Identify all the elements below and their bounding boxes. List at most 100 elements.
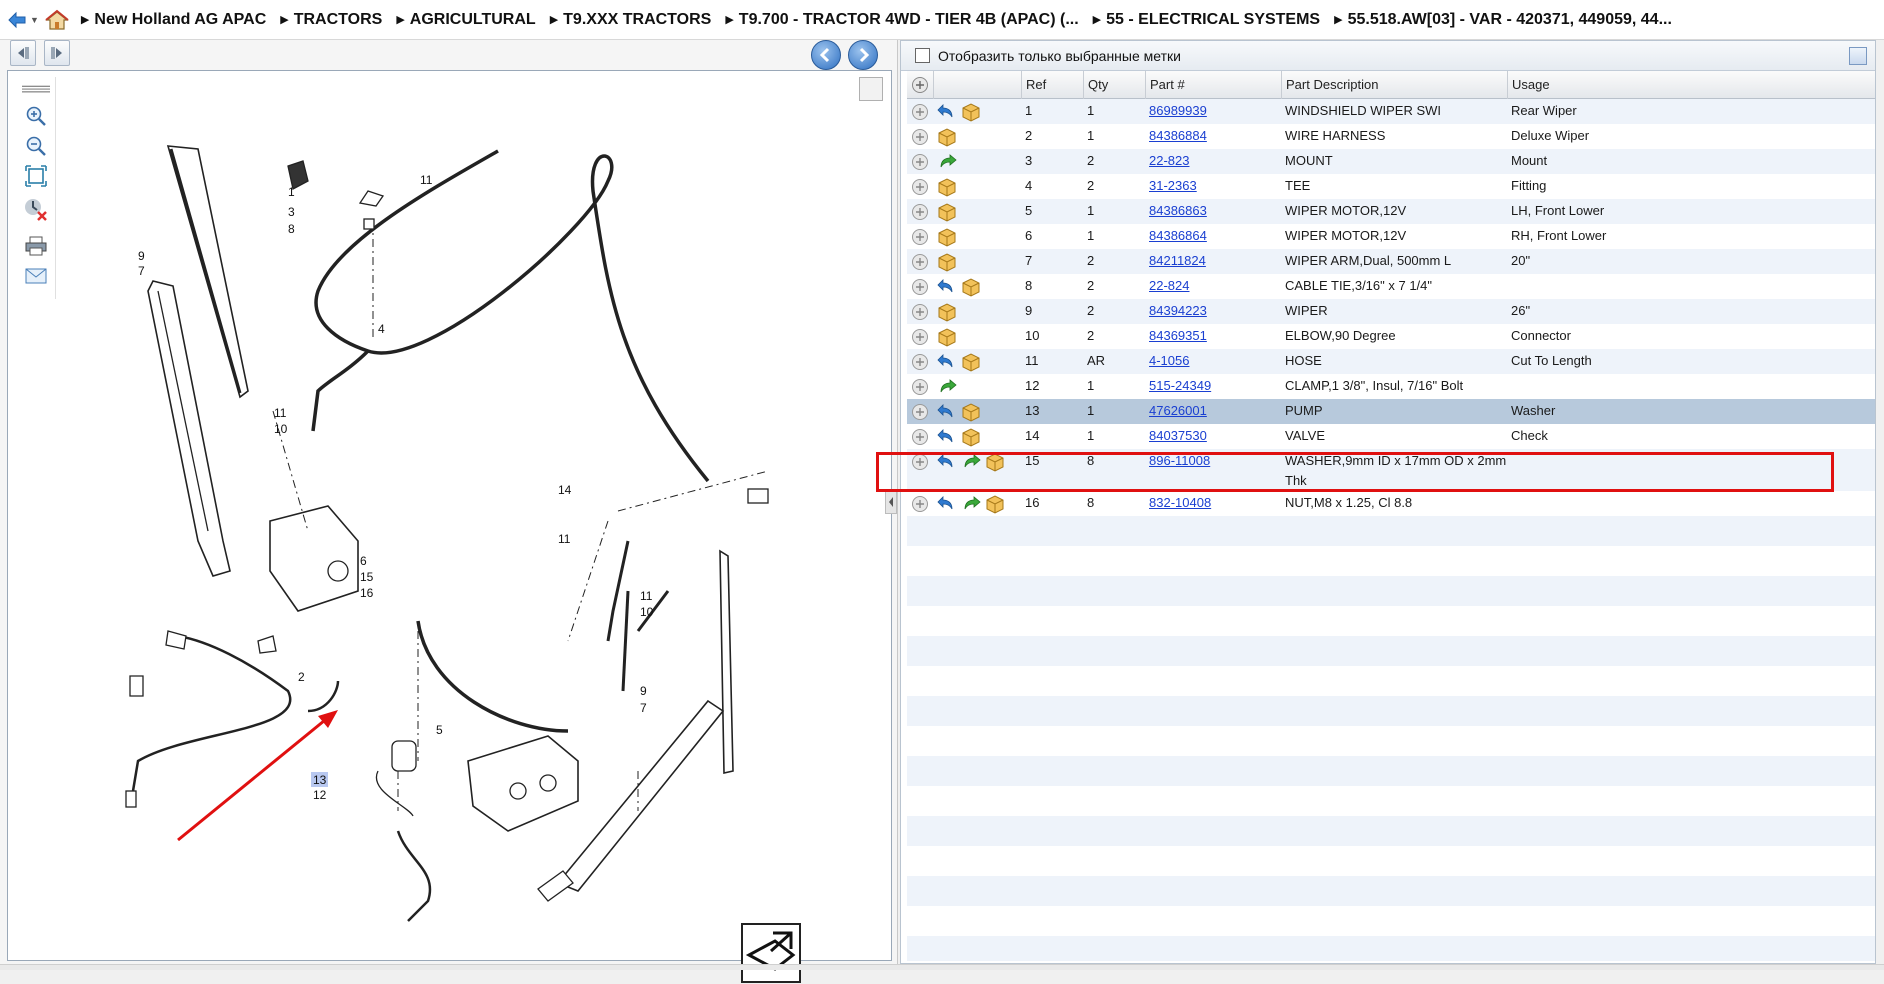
diagram-callout-label[interactable]: 11 [420,173,433,187]
expand-row-icon[interactable] [911,103,931,123]
return-arrow-icon[interactable] [937,352,957,372]
part-number-link[interactable]: 22-824 [1149,278,1190,293]
part-number-link[interactable]: 86989939 [1149,103,1207,118]
diagram-callout-label[interactable]: 10 [274,422,288,436]
expand-row-icon[interactable] [911,303,931,323]
return-arrow-icon[interactable] [937,452,957,472]
return-arrow-icon[interactable] [937,102,957,122]
return-arrow-icon[interactable] [937,427,957,447]
history-dropdown-icon[interactable]: ▼ [30,14,39,25]
previous-page-button[interactable] [10,40,36,66]
diagram-callout-label[interactable]: 1 [288,185,295,199]
parts-box-icon[interactable] [937,327,957,347]
diagram-callout-label[interactable]: 7 [138,264,145,278]
parts-box-icon[interactable] [961,352,981,372]
snapshot-button[interactable] [741,923,801,983]
diagram-callout-label[interactable]: 9 [138,249,145,263]
parts-box-icon[interactable] [937,127,957,147]
parts-box-icon[interactable] [937,202,957,222]
diagram-callout-label[interactable]: 16 [360,586,374,600]
back-arrow-icon[interactable] [6,9,28,31]
part-number-link[interactable]: 31-2363 [1149,178,1197,193]
expand-row-icon[interactable] [911,353,931,373]
breadcrumb-item[interactable]: ▶T9.700 - TRACTOR 4WD - TIER 4B (APAC) (… [725,11,1078,29]
part-number-link[interactable]: 896-11008 [1149,453,1211,468]
part-number-link[interactable]: 22-823 [1149,153,1190,168]
parts-box-icon[interactable] [937,252,957,272]
diagram-callout-label[interactable]: 12 [313,788,327,802]
forward-arrow-icon[interactable] [961,494,981,514]
forward-arrow-icon[interactable] [937,152,957,172]
usage-column-header[interactable]: Usage [1507,71,1875,99]
part-number-link[interactable]: 84211824 [1149,253,1206,268]
breadcrumb-item[interactable]: ▶55.518.AW[03] - VAR - 420371, 449059, 4… [1334,11,1672,29]
diagram-callout-label[interactable]: 14 [558,483,572,497]
part-number-link[interactable]: 84369351 [1149,328,1207,343]
part-number-link[interactable]: 47626001 [1149,403,1207,418]
return-arrow-icon[interactable] [937,402,957,422]
parts-box-icon[interactable] [937,302,957,322]
part-number-link[interactable]: 4-1056 [1149,353,1190,368]
expand-row-icon[interactable] [911,278,931,298]
parts-box-icon[interactable] [937,227,957,247]
part-number-link[interactable]: 84394223 [1149,303,1207,318]
expand-row-icon[interactable] [911,153,931,173]
diagram-callout-label[interactable]: 6 [360,554,367,568]
breadcrumb-item[interactable]: ▶TRACTORS [280,11,382,29]
show-selected-only-checkbox[interactable] [915,48,930,63]
diagram-callout-label[interactable]: 15 [360,570,374,584]
part-description-column-header[interactable]: Part Description [1281,71,1507,99]
breadcrumb-item[interactable]: ▶New Holland AG APAC [81,11,266,29]
diagram-callout-label[interactable]: 10 [640,605,654,619]
next-diagram-button[interactable] [848,40,878,70]
expand-row-icon[interactable] [911,203,931,223]
diagram-callout-label[interactable]: 11 [640,589,653,603]
expand-row-icon[interactable] [911,378,931,398]
diagram-callout-label[interactable]: 4 [378,322,385,336]
parts-box-icon[interactable] [961,427,981,447]
zoom-out-icon[interactable] [22,133,50,159]
clear-selection-icon[interactable] [22,197,50,223]
next-page-button[interactable] [44,40,70,66]
parts-box-icon[interactable] [961,277,981,297]
part-number-column-header[interactable]: Part # [1145,71,1281,99]
home-icon[interactable] [45,9,69,31]
diagram-callout-label[interactable]: 5 [436,723,443,737]
parts-box-icon[interactable] [985,494,1005,514]
diagram-callout-label[interactable]: 7 [640,701,647,715]
forward-arrow-icon[interactable] [961,452,981,472]
breadcrumb-item[interactable]: ▶AGRICULTURAL [396,11,535,29]
expand-row-icon[interactable] [911,228,931,248]
expand-row-icon[interactable] [911,495,931,515]
expand-row-icon[interactable] [911,428,931,448]
part-number-link[interactable]: 84037530 [1149,428,1207,443]
diagram-callout-label[interactable]: 11 [274,406,287,420]
breadcrumb-item[interactable]: ▶55 - ELECTRICAL SYSTEMS [1093,11,1320,29]
previous-diagram-button[interactable] [811,40,841,70]
diagram-callout-label[interactable]: 2 [298,670,305,684]
toolbar-grip-icon[interactable] [22,77,50,103]
expand-row-icon[interactable] [911,253,931,273]
diagram-callout-label[interactable]: 11 [558,532,571,546]
part-number-link[interactable]: 84386884 [1149,128,1207,143]
parts-box-icon[interactable] [961,102,981,122]
diagram-callout-label[interactable]: 9 [640,684,647,698]
part-number-link[interactable]: 84386863 [1149,203,1207,218]
diagram-callout-label[interactable]: 3 [288,205,295,219]
